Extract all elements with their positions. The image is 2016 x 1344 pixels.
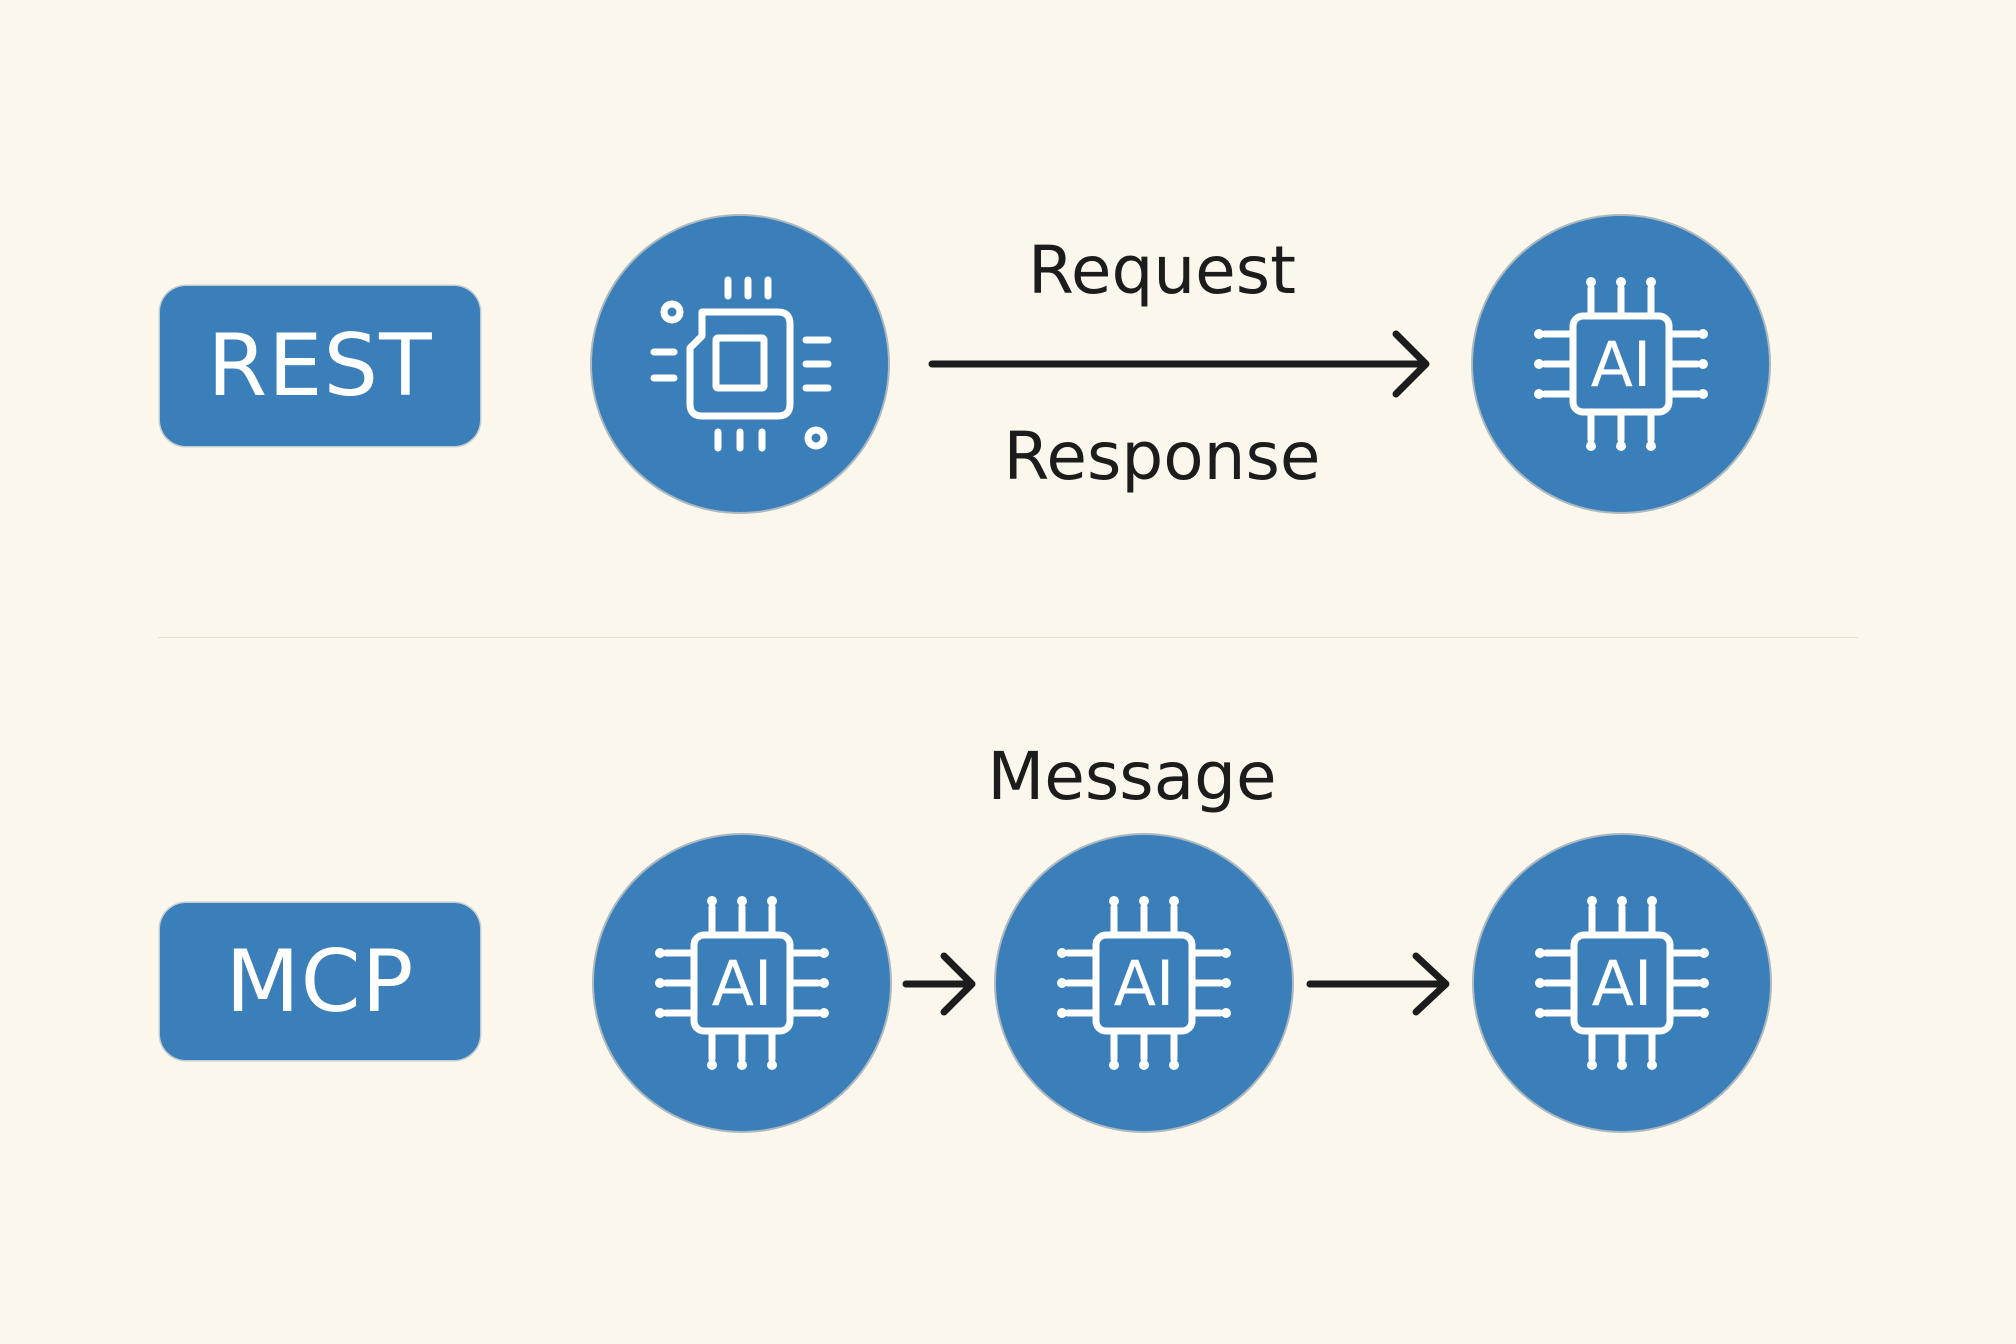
request-arrow — [928, 330, 1430, 398]
chip-icon — [650, 276, 832, 452]
ai-chip-text: AI — [712, 947, 773, 1020]
ai-chip-icon: AI — [1535, 896, 1709, 1070]
ai-chip-icon: AI — [1057, 896, 1231, 1070]
mcp-agent-node-2: AI — [996, 835, 1292, 1131]
mcp-agent-node-3: AI — [1474, 835, 1770, 1131]
rest-client-node — [592, 216, 888, 512]
rest-ai-server-node: AI — [1473, 216, 1769, 512]
ai-chip-text: AI — [1114, 947, 1175, 1020]
mcp-arrow-2-to-3 — [1306, 952, 1450, 1016]
request-label: Request — [1027, 232, 1297, 309]
ai-chip-text: AI — [1591, 328, 1652, 401]
ai-chip-icon: AI — [1534, 277, 1708, 451]
rest-badge-label: REST — [207, 316, 433, 416]
mcp-badge-label: MCP — [225, 931, 415, 1032]
ai-chip-text: AI — [1592, 947, 1653, 1020]
section-divider — [158, 637, 1858, 638]
mcp-agent-node-1: AI — [594, 835, 890, 1131]
mcp-arrow-1-to-2 — [902, 952, 976, 1016]
rest-badge: REST — [160, 286, 480, 446]
mcp-badge: MCP — [160, 903, 480, 1060]
ai-chip-icon: AI — [655, 896, 829, 1070]
message-label: Message — [987, 738, 1277, 815]
response-label: Response — [1003, 418, 1321, 495]
